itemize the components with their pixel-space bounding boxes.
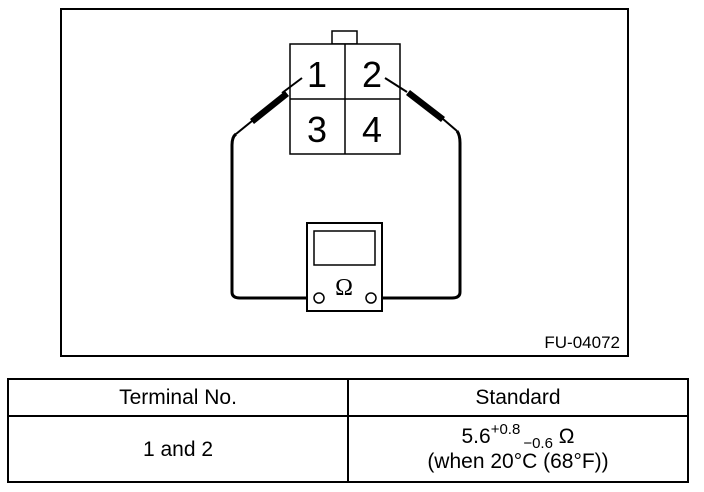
table-header-row: Terminal No. Standard: [7, 378, 689, 417]
unit-symbol: Ω: [558, 425, 575, 448]
spec-table: Terminal No. Standard 1 and 2 5.6+0.8−0.…: [7, 378, 689, 483]
left-probe-handle: [250, 91, 289, 124]
tolerance-upper: +0.8: [490, 421, 521, 438]
right-probe-handle: [406, 90, 445, 122]
terminal-2-label: 2: [362, 54, 382, 95]
ohmmeter-terminal-left: [313, 292, 325, 304]
connector-latch: [331, 30, 358, 45]
connector-resistance-diagram: 1 2 3 4 Ω FU-04072: [60, 8, 629, 357]
header-terminal-no: Terminal No.: [7, 378, 349, 417]
standard-value-line: 5.6+0.8−0.6 Ω: [349, 421, 687, 452]
left-test-lead: [230, 132, 313, 300]
terminal-1-label: 1: [307, 54, 327, 95]
left-probe-tip: [281, 77, 303, 94]
right-probe: [384, 77, 458, 132]
connector: 1 2 3 4: [289, 30, 401, 155]
terminal-3-label: 3: [307, 109, 327, 150]
standard-condition: (when 20°C (68°F)): [427, 450, 609, 473]
figure-frame: [60, 8, 629, 357]
standard-value: 5.6: [461, 425, 491, 448]
cell-terminal: 1 and 2: [7, 415, 349, 483]
left-probe: [235, 77, 303, 135]
ohmmeter-terminal-right: [365, 292, 377, 304]
terminal-4-label: 4: [362, 109, 382, 150]
figure-code: FU-04072: [544, 333, 620, 352]
ohm-symbol: Ω: [335, 275, 353, 301]
header-standard: Standard: [347, 378, 689, 417]
table-row: 1 and 2 5.6+0.8−0.6 Ω (when 20°C (68°F)): [7, 415, 689, 483]
right-test-lead: [377, 130, 462, 300]
tolerance-lower: −0.6: [523, 435, 553, 452]
ohmmeter: Ω: [306, 222, 383, 312]
right-probe-tip: [384, 77, 408, 93]
cell-standard: 5.6+0.8−0.6 Ω (when 20°C (68°F)): [347, 415, 689, 483]
ohmmeter-display: [313, 230, 376, 266]
